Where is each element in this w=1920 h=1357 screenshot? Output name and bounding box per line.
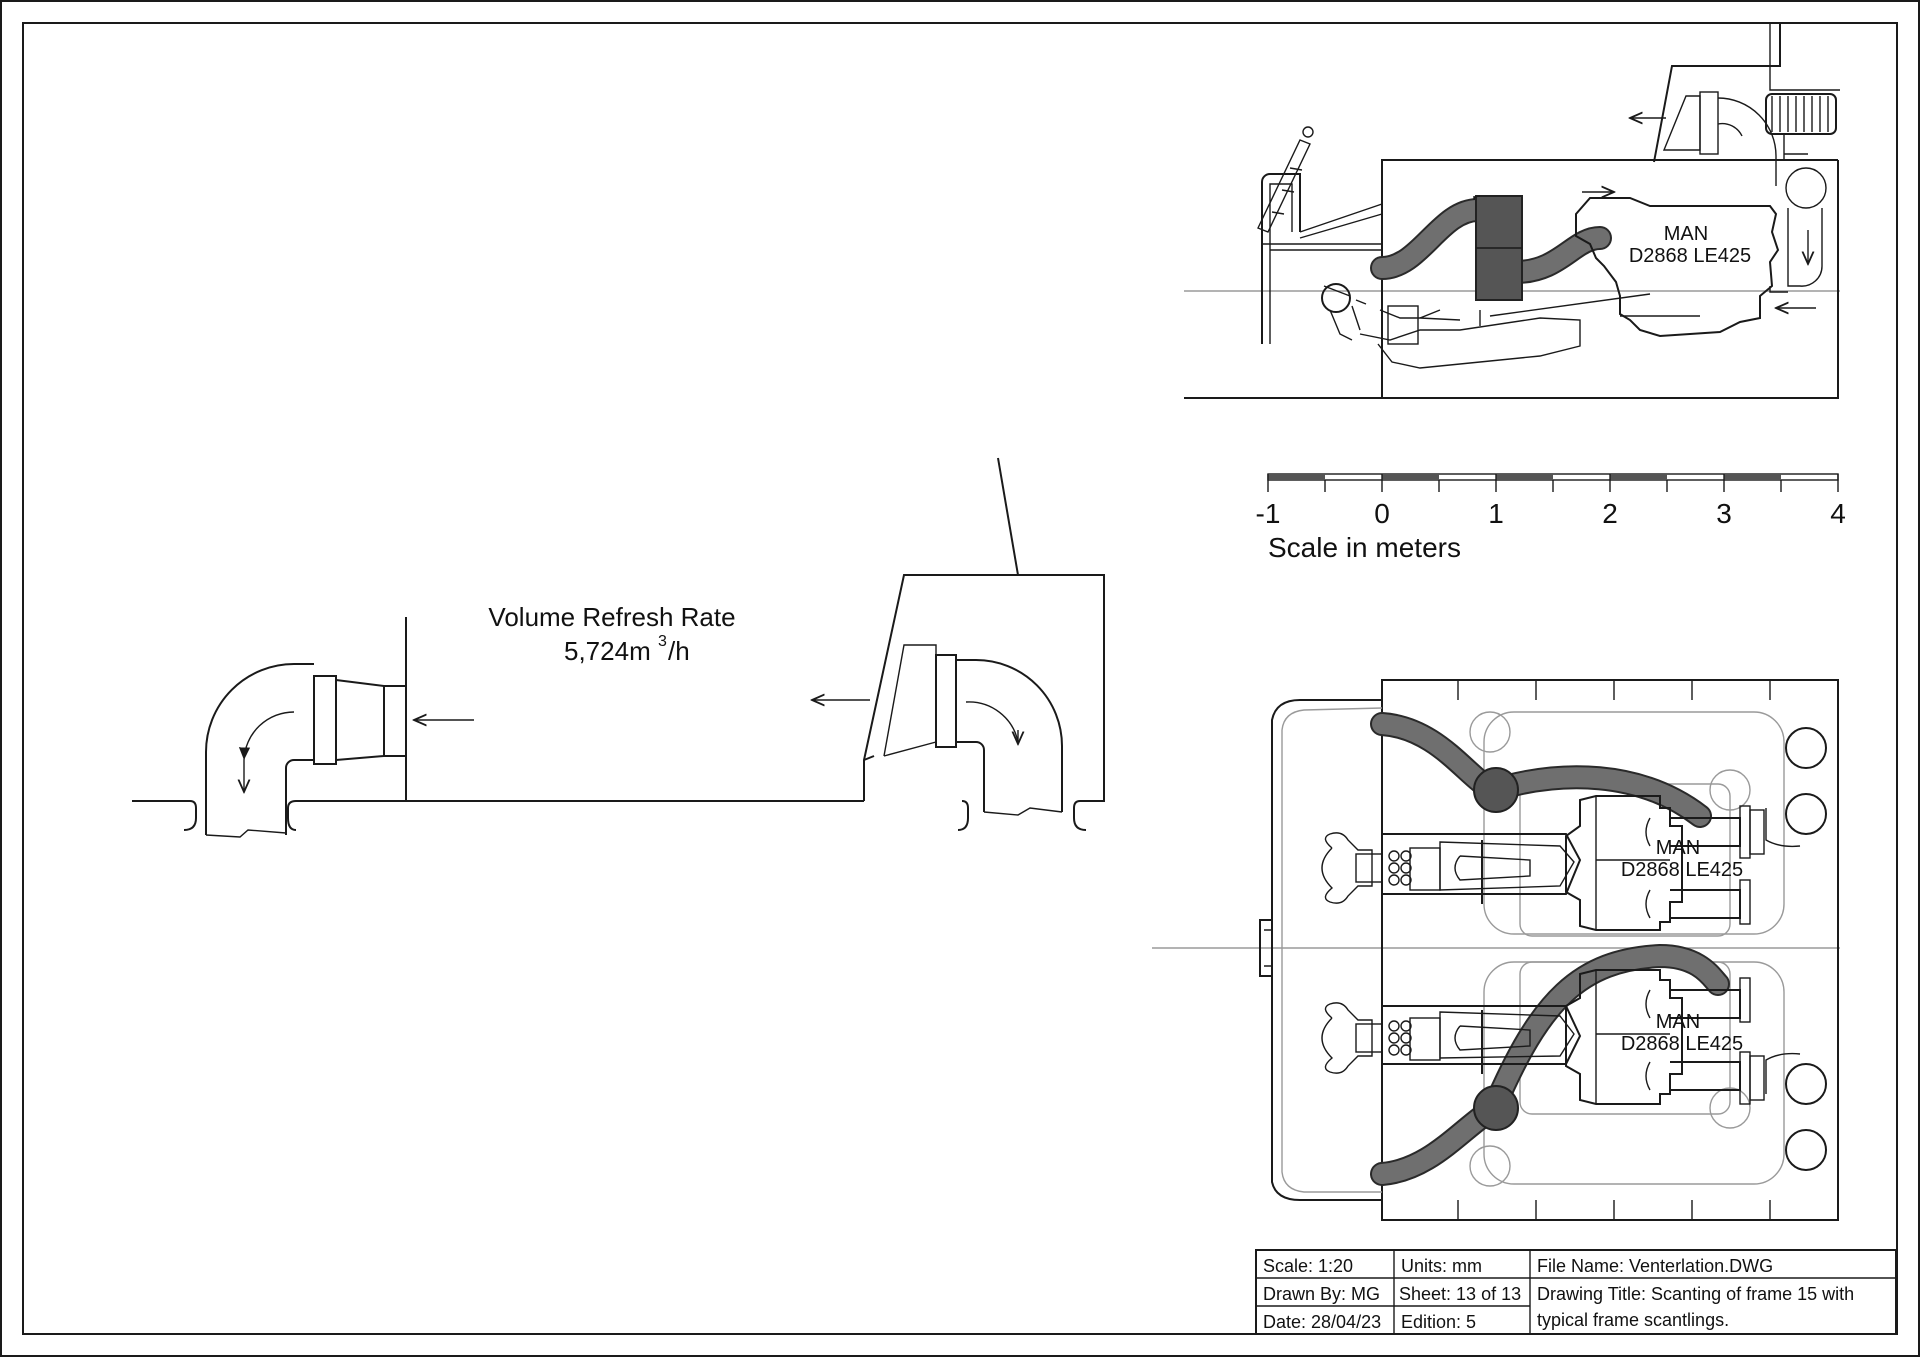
scale-tick-label: 3 — [1716, 498, 1732, 529]
inner-border — [22, 22, 1898, 1335]
title-block-drawing-title-line2: typical frame scantlings. — [1537, 1310, 1729, 1330]
scale-tick-label: 0 — [1374, 498, 1390, 529]
fan-hub-lower — [1473, 1085, 1519, 1131]
scale-bar — [1267, 473, 1839, 492]
plan-engine-2-label-line2: D2868 LE425 — [1621, 1033, 1743, 1055]
annotation-unit: /h — [668, 636, 690, 666]
side-engine-label-line2: D2868 LE425 — [1629, 245, 1751, 267]
scale-tick-label: -1 — [1256, 498, 1281, 529]
title-block-file-name: File Name: Venterlation.DWG — [1537, 1256, 1773, 1276]
plan-view — [1152, 679, 1840, 1221]
title-block-drawn-by: Drawn By: MG — [1263, 1284, 1380, 1304]
annotation-exponent: 3 — [658, 633, 667, 650]
title-block-sheet: Sheet: 13 of 13 — [1399, 1284, 1521, 1304]
annotation-value: 5,724m — [564, 636, 651, 666]
side-elevation-view — [1184, 22, 1840, 399]
annotation-title: Volume Refresh Rate — [488, 602, 735, 632]
scale-tick-label: 4 — [1830, 498, 1846, 529]
title-block-date: Date: 28/04/23 — [1263, 1312, 1381, 1332]
plan-engine-1-label-line2: D2868 LE425 — [1621, 859, 1743, 881]
title-block-drawing-title-line1: Drawing Title: Scanting of frame 15 with — [1537, 1284, 1854, 1304]
scale-tick-label: 2 — [1602, 498, 1618, 529]
title-block-edition: Edition: 5 — [1401, 1312, 1476, 1332]
scale-caption: Scale in meters — [1268, 532, 1461, 563]
side-engine-label-line1: MAN — [1664, 223, 1708, 245]
plan-engine-1-label-line1: MAN — [1656, 837, 1700, 859]
duct-detail-view — [132, 457, 1105, 838]
plan-engine-2-label-line1: MAN — [1656, 1011, 1700, 1033]
title-block — [1255, 1249, 1897, 1335]
fan-hub-upper — [1473, 767, 1519, 813]
scale-tick-label: 1 — [1488, 498, 1504, 529]
title-block-units: Units: mm — [1401, 1256, 1482, 1276]
title-block-scale: Scale: 1:20 — [1263, 1256, 1353, 1276]
